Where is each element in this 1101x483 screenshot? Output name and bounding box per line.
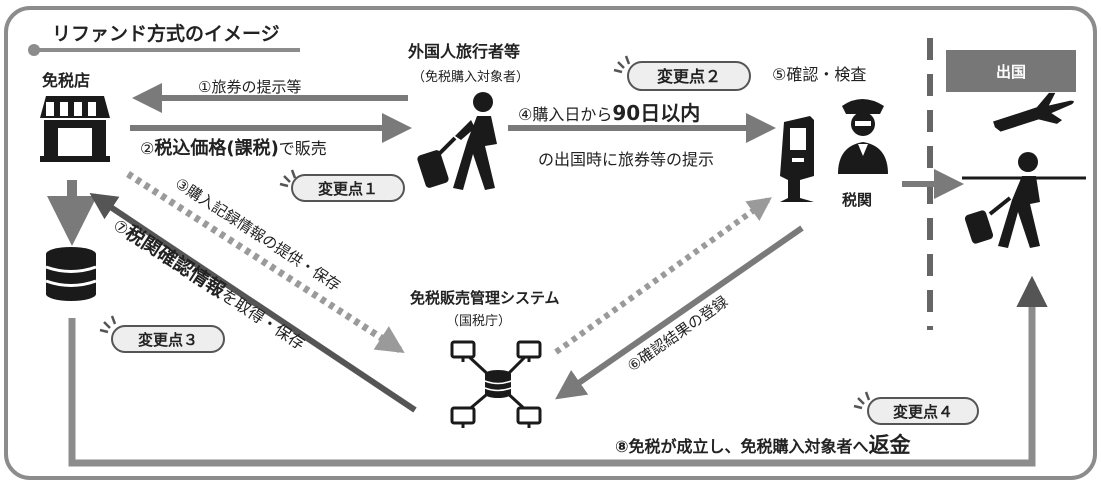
shop-icon bbox=[40, 96, 110, 162]
system-to-customs-dotted-arrow bbox=[554, 197, 772, 355]
step2-emphasis: 税込価格(課税) bbox=[154, 137, 278, 159]
step7-arrow bbox=[89, 193, 417, 413]
step5-label: ⑤確認・検査 bbox=[772, 65, 866, 84]
airplane-departure-icon bbox=[993, 92, 1074, 132]
customs-officer-icon bbox=[838, 99, 888, 174]
step8-label: ⑧免税が成立し、免税購入対象者へ返金 bbox=[615, 433, 912, 457]
step4-prefix: ④購入日から bbox=[518, 105, 612, 124]
step2-label: ②税込価格(課税)で販売 bbox=[140, 137, 327, 159]
refund-loop-arrow bbox=[68, 275, 1048, 467]
customs-label: 税関 bbox=[842, 191, 872, 209]
kiosk-terminal-icon bbox=[780, 116, 814, 202]
diagram-title: リファンド方式のイメージ bbox=[52, 22, 280, 45]
shop-node: 免税店 bbox=[40, 71, 110, 162]
departure-label: 出国 bbox=[996, 63, 1026, 81]
step2-suffix: で販売 bbox=[279, 139, 327, 158]
traveler-sublabel: （免税購入対象者） bbox=[412, 70, 529, 85]
change-point-3-label: 変更点３ bbox=[138, 331, 198, 349]
step4-line1: ④購入日から90日以内 bbox=[518, 101, 700, 125]
step4-line2: の出国時に旅券等の提示 bbox=[538, 150, 714, 169]
sparkle-icon bbox=[279, 169, 297, 188]
sparkle-icon bbox=[853, 391, 871, 410]
database-icon bbox=[45, 247, 97, 301]
departure-box bbox=[946, 50, 1076, 92]
shop-label: 免税店 bbox=[42, 71, 90, 90]
change-point-3-badge: 変更点３ bbox=[99, 315, 225, 353]
walking-traveler-icon bbox=[417, 92, 497, 190]
system-label: 免税販売管理システム bbox=[410, 289, 560, 307]
traveler-label: 外国人旅行者等 bbox=[407, 42, 520, 61]
sparkle-icon bbox=[613, 55, 631, 74]
traveler-node: 外国人旅行者等 （免税購入対象者） bbox=[407, 42, 529, 190]
network-server-icon bbox=[450, 340, 542, 428]
step1-label: ①旅券の提示等 bbox=[198, 78, 301, 96]
step2-prefix: ② bbox=[140, 139, 154, 158]
title-tab: リファンド方式のイメージ bbox=[28, 22, 300, 56]
change-point-1-badge: 変更点１ bbox=[279, 169, 405, 202]
change-point-2-label: 変更点２ bbox=[657, 67, 721, 86]
departure-node: 出国 bbox=[946, 50, 1086, 248]
change-point-4-label: 変更点４ bbox=[893, 403, 953, 421]
departing-traveler-icon bbox=[962, 152, 1086, 248]
step6-arrow bbox=[555, 225, 804, 400]
change-point-4-badge: 変更点４ bbox=[853, 391, 979, 425]
sparkle-icon bbox=[99, 315, 117, 334]
step8-emphasis: 返金 bbox=[869, 433, 912, 457]
step4-emphasis: 90日以内 bbox=[612, 101, 700, 125]
system-node: 免税販売管理システム （国税庁） bbox=[410, 289, 560, 428]
change-point-2-badge: 変更点２ bbox=[613, 55, 751, 91]
change-point-1-label: 変更点１ bbox=[318, 180, 378, 198]
system-sublabel: （国税庁） bbox=[446, 314, 511, 329]
step3-dotted-arrow bbox=[126, 171, 405, 354]
customs-node: ⑤確認・検査 税関 bbox=[772, 65, 888, 209]
step8-prefix: ⑧免税が成立し、免税購入対象者へ bbox=[615, 437, 869, 456]
